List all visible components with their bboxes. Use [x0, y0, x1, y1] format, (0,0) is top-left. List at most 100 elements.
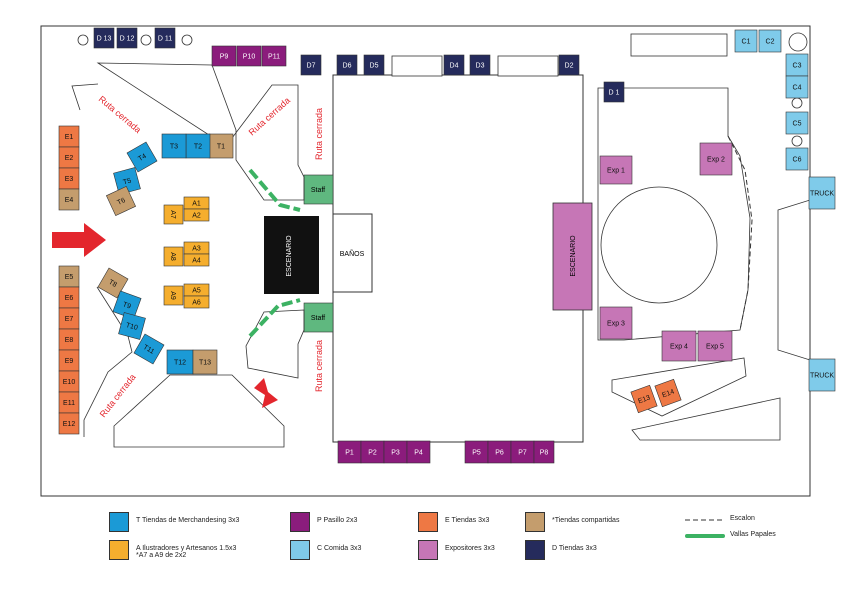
- booth-c5[interactable]: C5: [785, 111, 809, 135]
- booth-a4-label: A4: [192, 258, 201, 265]
- booth-p8-box: [533, 440, 555, 464]
- booth-e12[interactable]: E12: [58, 412, 80, 435]
- booth-p5[interactable]: P5: [464, 440, 489, 464]
- booth-p11[interactable]: P11: [261, 45, 287, 67]
- booth-t6[interactable]: T6: [105, 185, 137, 217]
- booth-t8[interactable]: T8: [97, 267, 129, 299]
- booth-c4[interactable]: C4: [785, 75, 809, 99]
- booth-exp1[interactable]: Exp 1: [599, 155, 633, 185]
- booth-c1[interactable]: C1: [734, 29, 758, 53]
- booth-a1[interactable]: A1: [183, 196, 210, 210]
- booth-e7[interactable]: E7: [58, 307, 80, 330]
- booth-d4[interactable]: D4: [443, 54, 465, 76]
- booth-t12[interactable]: T12: [166, 349, 194, 375]
- booth-d5[interactable]: D5: [363, 54, 385, 76]
- booth-e14[interactable]: E14: [654, 378, 682, 408]
- booth-d13[interactable]: D 13: [93, 27, 115, 49]
- circle-marker: [788, 32, 808, 52]
- legend-tiendas: E Tiendas 3x3: [445, 517, 490, 524]
- booth-d11[interactable]: D 11: [154, 27, 176, 49]
- booth-p1[interactable]: P1: [337, 440, 362, 464]
- booth-p9[interactable]: P9: [211, 45, 237, 67]
- booth-e8[interactable]: E8: [58, 328, 80, 351]
- booth-e10[interactable]: E10: [58, 370, 80, 393]
- booth-d5-box: [363, 54, 385, 76]
- booth-a2[interactable]: A2: [183, 208, 210, 222]
- booth-a9[interactable]: A9: [163, 285, 184, 306]
- booth-t10[interactable]: T10: [118, 312, 146, 340]
- booth-p10[interactable]: P10: [236, 45, 262, 67]
- booth-e9[interactable]: E9: [58, 349, 80, 372]
- booth-e5[interactable]: E5: [58, 265, 80, 288]
- left-bottom-wall: [245, 309, 305, 379]
- booth-t8-label: T8: [107, 279, 118, 289]
- booth-p7[interactable]: P7: [510, 440, 535, 464]
- booth-t3[interactable]: T3: [161, 133, 187, 159]
- booth-exp2[interactable]: Exp 2: [699, 142, 733, 176]
- booth-c3[interactable]: C3: [785, 53, 809, 77]
- booth-a3-label: A3: [192, 246, 201, 253]
- booth-t1[interactable]: T1: [208, 133, 234, 159]
- booth-a4[interactable]: A4: [183, 253, 210, 267]
- booth-c2-box: [758, 29, 782, 53]
- booth-d12-label: D 12: [120, 36, 135, 43]
- booth-d12[interactable]: D 12: [116, 27, 138, 49]
- booth-exp5[interactable]: Exp 5: [697, 330, 733, 362]
- booth-exp4[interactable]: Exp 4: [661, 330, 697, 362]
- booth-truck-top-label: TRUCK: [810, 191, 834, 198]
- booth-a2-label: A2: [192, 213, 201, 220]
- booth-a3[interactable]: A3: [183, 241, 210, 255]
- booth-d1[interactable]: D 1: [603, 81, 625, 103]
- booth-d6-label: D6: [343, 63, 352, 70]
- booth-d6[interactable]: D6: [336, 54, 358, 76]
- booth-e8-label: E8: [65, 337, 74, 344]
- booth-exp3[interactable]: Exp 3: [599, 306, 633, 340]
- booth-truck-top[interactable]: TRUCK: [808, 176, 836, 210]
- booth-a6[interactable]: A6: [183, 295, 210, 309]
- booth-d13-box: [93, 27, 115, 49]
- booth-t2[interactable]: T2: [185, 133, 211, 159]
- booth-a8[interactable]: A8: [163, 246, 184, 267]
- booth-e11[interactable]: E11: [58, 391, 80, 414]
- booth-p3[interactable]: P3: [383, 440, 408, 464]
- booth-e6[interactable]: E6: [58, 286, 80, 309]
- booth-a9-box: [163, 285, 184, 306]
- booth-t12-label: T12: [174, 360, 186, 367]
- booth-a7[interactable]: A7: [163, 204, 184, 225]
- booth-t11[interactable]: T11: [133, 333, 165, 365]
- booth-e11-label: E11: [63, 400, 75, 407]
- booth-t5[interactable]: T5: [113, 167, 141, 195]
- booth-a5[interactable]: A5: [183, 283, 210, 297]
- booth-d7[interactable]: D7: [300, 54, 322, 76]
- booth-p2[interactable]: P2: [360, 440, 385, 464]
- booth-t13[interactable]: T13: [192, 349, 218, 375]
- booth-e4[interactable]: E4: [58, 188, 80, 211]
- booth-exp1-box: [599, 155, 633, 185]
- booth-c6-box: [785, 147, 809, 171]
- booth-d2[interactable]: D2: [558, 54, 580, 76]
- booth-c5-label: C5: [793, 121, 802, 128]
- booth-e3[interactable]: E3: [58, 167, 80, 190]
- booth-p10-label: P10: [243, 54, 256, 61]
- booth-e13-box: [630, 384, 658, 414]
- booth-d4-label: D4: [450, 63, 459, 70]
- right-wall: [777, 199, 811, 361]
- booth-c6[interactable]: C6: [785, 147, 809, 171]
- booth-e1[interactable]: E1: [58, 125, 80, 148]
- left-stage-label: ESCENARIO: [286, 235, 293, 277]
- booth-p8[interactable]: P8: [533, 440, 555, 464]
- booth-e13[interactable]: E13: [630, 384, 658, 414]
- booth-p4-label: P4: [414, 450, 423, 457]
- booth-a4-box: [183, 253, 210, 267]
- booth-p6[interactable]: P6: [487, 440, 512, 464]
- booth-e3-label: E3: [65, 176, 74, 183]
- booth-t5-label: T5: [122, 178, 132, 187]
- booth-d3[interactable]: D3: [469, 54, 491, 76]
- booth-c2[interactable]: C2: [758, 29, 782, 53]
- booth-p4[interactable]: P4: [406, 440, 431, 464]
- booth-d5-label: D5: [370, 63, 379, 70]
- booth-e4-box: [58, 188, 80, 211]
- booth-t4[interactable]: T4: [126, 141, 158, 173]
- booth-truck-bottom[interactable]: TRUCK: [808, 358, 836, 392]
- booth-e2[interactable]: E2: [58, 146, 80, 169]
